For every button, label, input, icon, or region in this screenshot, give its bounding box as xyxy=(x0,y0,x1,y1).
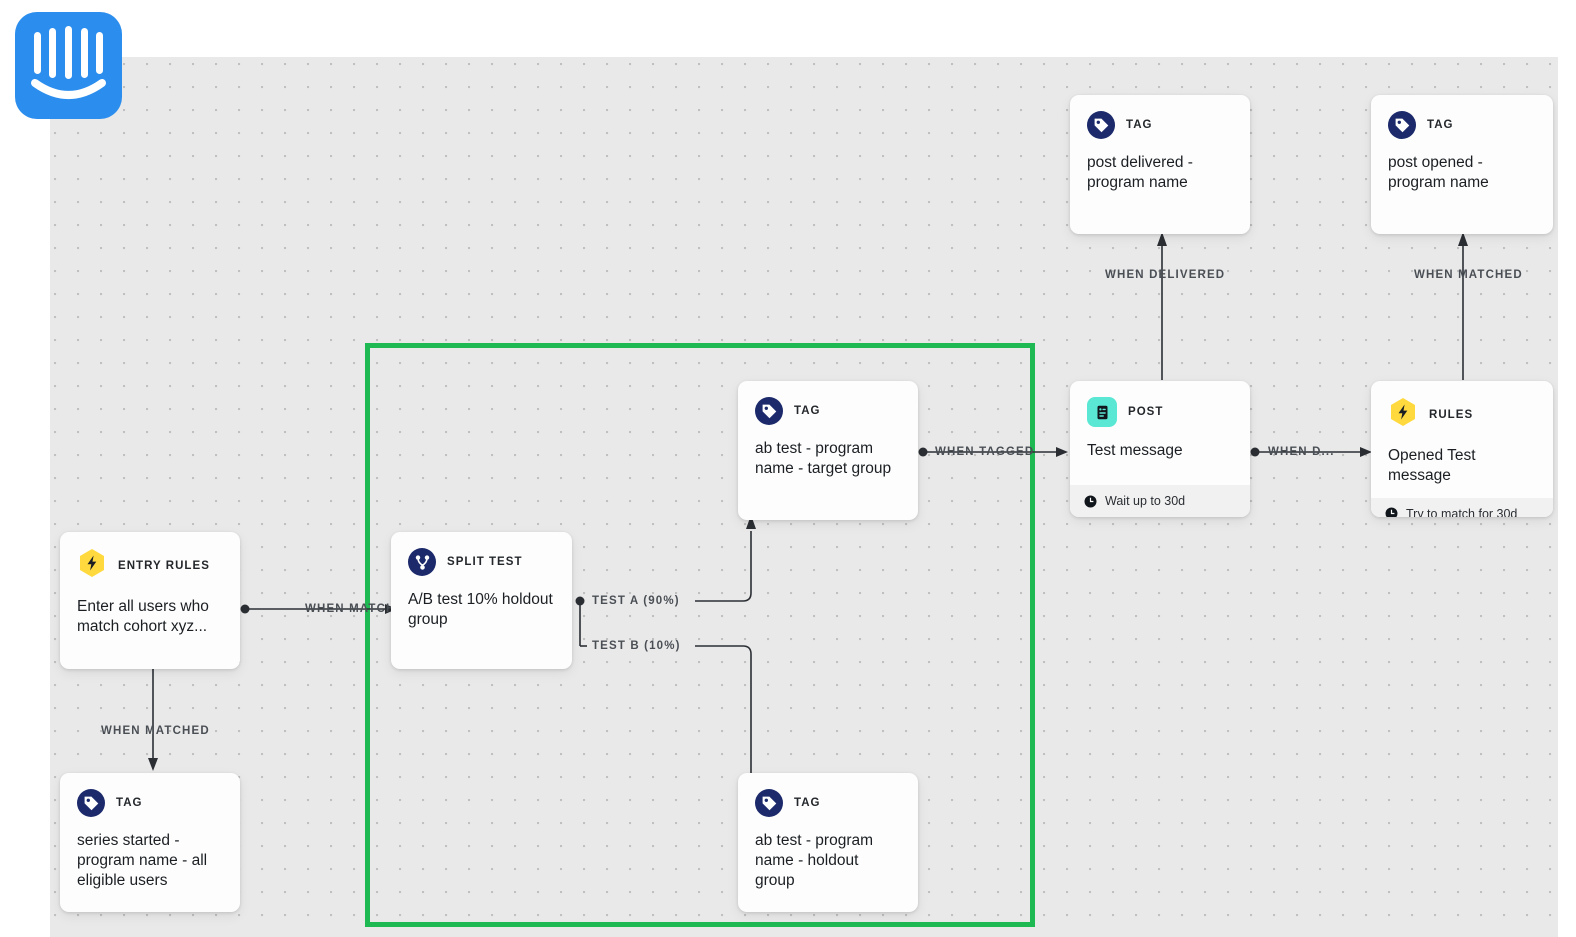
node-kind-label: TAG xyxy=(794,405,821,417)
node-body: SPLIT TEST A/B test 10% holdout group xyxy=(391,532,572,669)
tag-icon xyxy=(77,789,105,817)
edge-post-to-rules xyxy=(1250,444,1374,460)
edge-post-to-delivered xyxy=(1154,232,1170,380)
node-kind-label: TAG xyxy=(794,797,821,809)
tag-icon xyxy=(755,789,783,817)
node-kind-label: TAG xyxy=(116,797,143,809)
node-footer-label: Try to match for 30d xyxy=(1406,506,1518,517)
node-header: POST xyxy=(1087,397,1233,427)
edge-label-post-to-delivered: WHEN DELIVERED xyxy=(1105,269,1226,281)
node-title: ab test - program name - holdout group xyxy=(755,832,874,889)
node-kind-label: POST xyxy=(1128,406,1164,418)
node-title: Opened Test message xyxy=(1388,447,1476,484)
node-body: TAG post delivered - program name xyxy=(1070,95,1250,234)
node-title: post delivered - program name xyxy=(1087,154,1193,191)
node-header: TAG xyxy=(1388,111,1536,139)
node-header: TAG xyxy=(1087,111,1233,139)
node-title: post opened - program name xyxy=(1388,154,1489,191)
node-header: ENTRY RULES xyxy=(77,548,223,583)
node-title: series started - program name - all elig… xyxy=(77,832,208,889)
edge-target-to-post xyxy=(918,444,1070,460)
node-tag-series-started[interactable]: TAG series started - program name - all … xyxy=(60,773,240,912)
node-body: TAG post opened - program name xyxy=(1371,95,1553,234)
edge-label-test-a: TEST A (90%) xyxy=(592,595,680,607)
edge-label-entry-to-tag: WHEN MATCHED xyxy=(101,725,210,737)
post-document-icon xyxy=(1087,397,1117,427)
tag-icon xyxy=(755,397,783,425)
edge-label-target-to-post: WHEN TAGGED xyxy=(935,446,1035,458)
lightning-hex-icon xyxy=(77,548,107,583)
node-footer: Wait up to 30d xyxy=(1070,485,1250,517)
intercom-logo[interactable] xyxy=(15,12,122,119)
node-tag-ab-holdout[interactable]: TAG ab test - program name - holdout gro… xyxy=(738,773,918,912)
lightning-hex-icon xyxy=(1388,397,1418,432)
node-header: RULES xyxy=(1388,397,1536,432)
edge-rules-to-opened xyxy=(1455,232,1471,380)
node-post-test-message[interactable]: POST Test message Wait up to 30d xyxy=(1070,381,1250,517)
node-title: Enter all users who match cohort xyz... xyxy=(77,598,209,635)
node-kind-label: ENTRY RULES xyxy=(118,559,210,572)
node-tag-ab-target[interactable]: TAG ab test - program name - target grou… xyxy=(738,381,918,520)
node-kind-label: SPLIT TEST xyxy=(447,556,523,568)
node-body: POST Test message xyxy=(1070,381,1250,485)
edge-label-post-to-rules: WHEN D... xyxy=(1268,446,1335,458)
node-header: TAG xyxy=(755,789,901,817)
edge-label-rules-to-opened: WHEN MATCHED xyxy=(1414,269,1523,281)
split-branch-icon xyxy=(408,548,436,576)
node-title: A/B test 10% holdout group xyxy=(408,591,553,628)
node-split-test[interactable]: SPLIT TEST A/B test 10% holdout group xyxy=(391,532,572,669)
node-body: ENTRY RULES Enter all users who match co… xyxy=(60,532,240,669)
node-body: TAG ab test - program name - target grou… xyxy=(738,381,918,520)
node-body: TAG ab test - program name - holdout gro… xyxy=(738,773,918,912)
node-tag-post-delivered[interactable]: TAG post delivered - program name xyxy=(1070,95,1250,234)
node-entry-rules[interactable]: ENTRY RULES Enter all users who match co… xyxy=(60,532,240,669)
edge-entry-to-split xyxy=(240,601,400,617)
node-title: Test message xyxy=(1087,442,1183,459)
clock-icon xyxy=(1385,507,1398,517)
node-title: ab test - program name - target group xyxy=(755,440,892,477)
tag-icon xyxy=(1087,111,1115,139)
node-kind-label: TAG xyxy=(1126,119,1153,131)
node-footer: Try to match for 30d xyxy=(1371,497,1553,517)
edge-entry-to-tag xyxy=(145,665,161,773)
edge-label-entry-to-split: WHEN MATCHED xyxy=(305,603,414,615)
node-footer-label: Wait up to 30d xyxy=(1105,494,1186,508)
edge-label-test-b: TEST B (10%) xyxy=(592,640,681,652)
node-body: TAG series started - program name - all … xyxy=(60,773,240,912)
node-header: TAG xyxy=(77,789,223,817)
node-tag-post-opened[interactable]: TAG post opened - program name xyxy=(1371,95,1553,234)
node-rules-opened[interactable]: RULES Opened Test message Try to match f… xyxy=(1371,381,1553,517)
node-body: RULES Opened Test message xyxy=(1371,381,1553,498)
node-header: SPLIT TEST xyxy=(408,548,555,576)
node-kind-label: TAG xyxy=(1427,119,1454,131)
clock-icon xyxy=(1084,495,1097,507)
node-kind-label: RULES xyxy=(1429,408,1474,421)
node-header: TAG xyxy=(755,397,901,425)
tag-icon xyxy=(1388,111,1416,139)
flow-canvas[interactable]: WHEN MATCHED WHEN MATCHED xyxy=(50,57,1558,937)
